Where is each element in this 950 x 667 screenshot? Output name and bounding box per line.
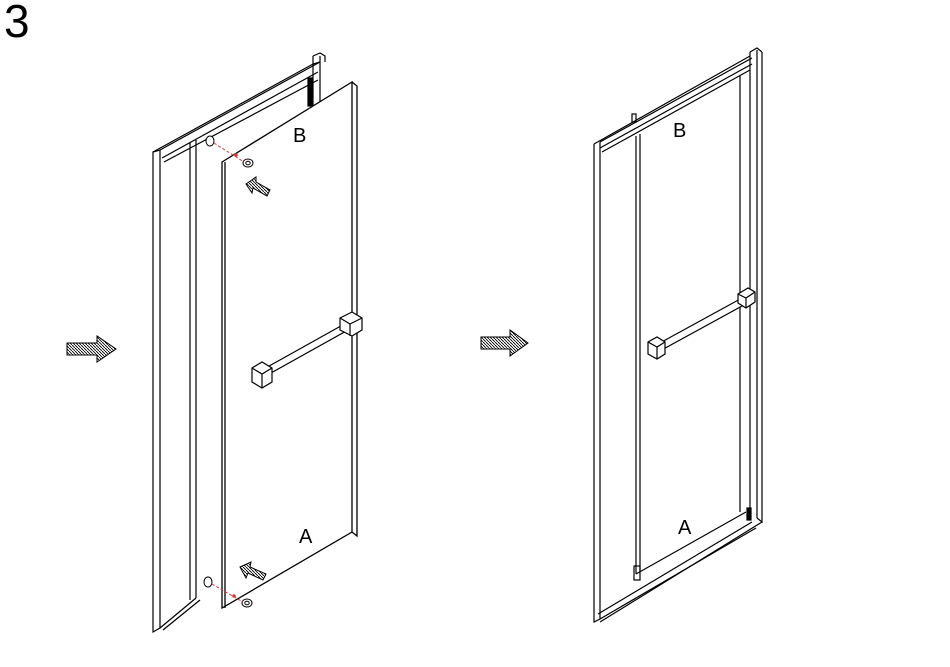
label-a-left: A [299, 526, 313, 548]
towel-bar-handle-right [648, 288, 755, 359]
left-door-panel [222, 82, 357, 608]
right-arrow-icon [67, 336, 116, 362]
label-b-left: B [293, 125, 306, 147]
label-a-right: A [678, 517, 692, 539]
label-b-right: B [673, 120, 686, 142]
right-arrow-icon [481, 330, 528, 356]
